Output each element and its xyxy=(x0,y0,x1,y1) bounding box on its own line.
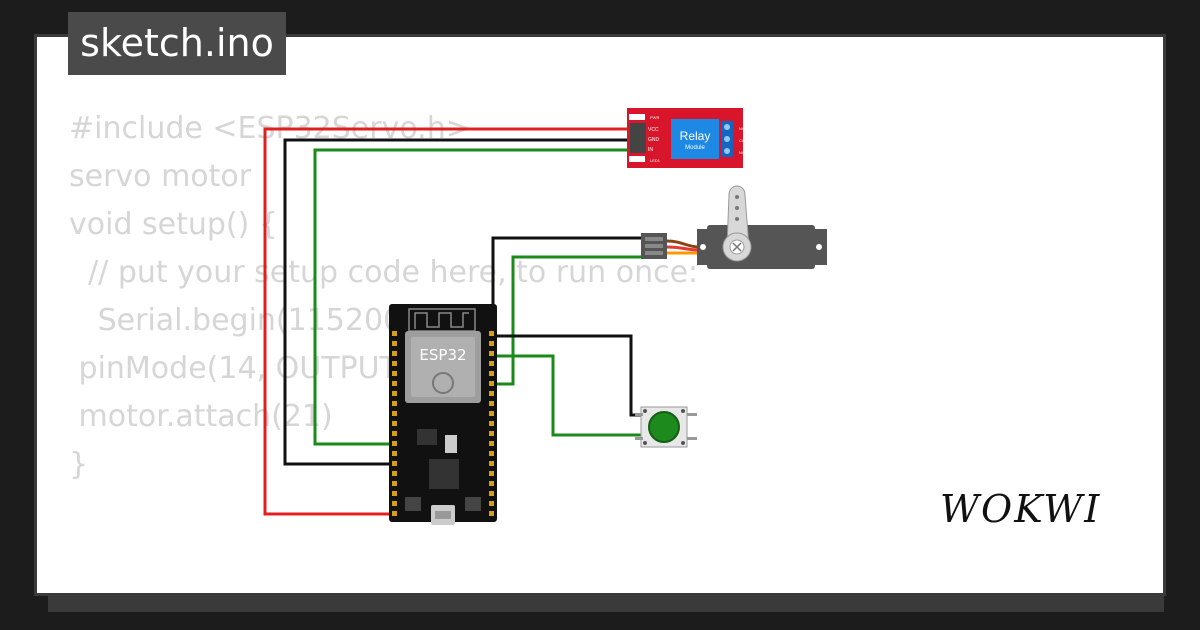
relay-pin-vcc: VCC xyxy=(648,127,659,133)
header-pin[interactable] xyxy=(489,371,494,376)
header-pin[interactable] xyxy=(489,441,494,446)
header-pin[interactable] xyxy=(392,421,397,426)
header-pin[interactable] xyxy=(392,501,397,506)
header-pin[interactable] xyxy=(392,461,397,466)
header-pin[interactable] xyxy=(392,491,397,496)
relay-led-label: LED1 xyxy=(650,158,661,163)
header-pin[interactable] xyxy=(489,361,494,366)
header-pin[interactable] xyxy=(489,451,494,456)
wokwi-logo: WOKWI xyxy=(940,487,1112,542)
header-pin[interactable] xyxy=(392,511,397,516)
header-pin[interactable] xyxy=(489,501,494,506)
header-pin[interactable] xyxy=(489,411,494,416)
relay-side-no: NO xyxy=(739,150,745,155)
header-pin[interactable] xyxy=(489,331,494,336)
header-pin[interactable] xyxy=(392,401,397,406)
esp32-label: ESP32 xyxy=(419,346,466,364)
circuit-diagram: Relay Module VCC GND IN PWR LED1 NO COM … xyxy=(263,108,827,525)
wokwi-logo-mark: WOKWI xyxy=(940,487,1101,531)
header-pin[interactable] xyxy=(392,471,397,476)
header-pin[interactable] xyxy=(392,411,397,416)
wokwi-logo-text: WOKWI xyxy=(940,488,1101,531)
header-pin[interactable] xyxy=(392,351,397,356)
esp32-pins-left xyxy=(392,331,397,516)
esp32-board[interactable]: ESP32 xyxy=(389,304,497,525)
header-pin[interactable] xyxy=(489,461,494,466)
relay-sub-label: Module xyxy=(685,145,705,151)
header-pin[interactable] xyxy=(392,451,397,456)
header-pin[interactable] xyxy=(392,481,397,486)
header-pin[interactable] xyxy=(489,511,494,516)
header-pin[interactable] xyxy=(392,361,397,366)
header-pin[interactable] xyxy=(489,421,494,426)
esp32-pins-right xyxy=(489,331,494,516)
header-pin[interactable] xyxy=(489,431,494,436)
code-line: servo motor xyxy=(69,159,252,194)
black-wire-servo xyxy=(491,236,643,334)
header-pin[interactable] xyxy=(392,441,397,446)
header-pin[interactable] xyxy=(489,491,494,496)
header-pin[interactable] xyxy=(489,341,494,346)
black-wire-button xyxy=(493,334,643,417)
green-wire-relay xyxy=(313,148,633,446)
header-pin[interactable] xyxy=(392,331,397,336)
code-line: } xyxy=(69,447,89,482)
code-line: Serial.begin(115200); xyxy=(69,303,424,338)
header-pin[interactable] xyxy=(392,341,397,346)
header-pin[interactable] xyxy=(392,381,397,386)
code-line: // put your setup code here, to run once… xyxy=(69,255,699,290)
push-button[interactable] xyxy=(635,406,697,448)
black-wire-relay xyxy=(283,138,633,466)
green-wire-servo xyxy=(493,255,643,386)
relay-pin-gnd: GND xyxy=(648,137,660,143)
servo-motor[interactable] xyxy=(641,185,827,269)
relay-side-com: COM xyxy=(739,138,748,143)
relay-pin-in: IN xyxy=(648,147,653,153)
red-wire xyxy=(263,127,633,516)
header-pin[interactable] xyxy=(489,481,494,486)
relay-label: Relay xyxy=(680,129,711,143)
relay-side-nc: NC xyxy=(739,126,745,131)
relay-pwr-label: PWR xyxy=(650,115,659,120)
file-tab: sketch.ino xyxy=(68,12,286,75)
green-wire-button xyxy=(493,354,643,437)
header-pin[interactable] xyxy=(489,471,494,476)
header-pin[interactable] xyxy=(489,391,494,396)
header-pin[interactable] xyxy=(489,351,494,356)
code-line: void loop() { xyxy=(69,585,698,593)
relay-module[interactable]: Relay Module VCC GND IN PWR LED1 NO COM … xyxy=(627,108,748,168)
header-pin[interactable] xyxy=(489,401,494,406)
code-line: motor.attach(21) xyxy=(69,399,333,434)
header-pin[interactable] xyxy=(392,391,397,396)
header-pin[interactable] xyxy=(489,381,494,386)
header-pin[interactable] xyxy=(392,431,397,436)
header-pin[interactable] xyxy=(392,371,397,376)
